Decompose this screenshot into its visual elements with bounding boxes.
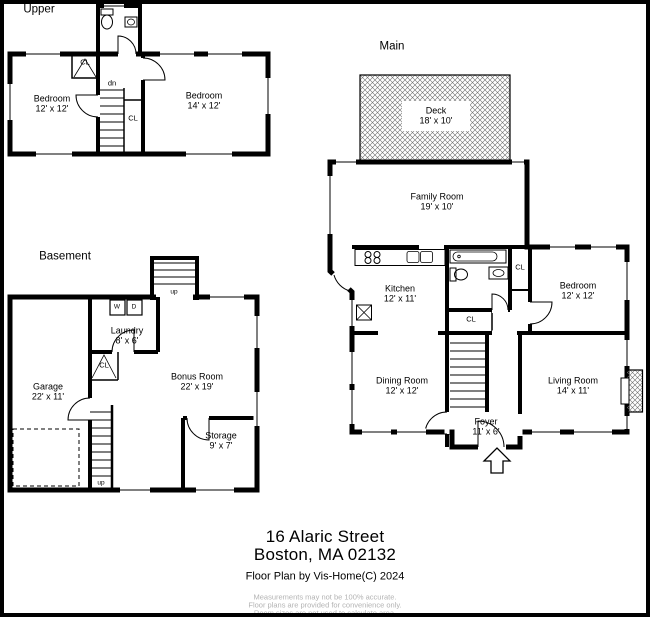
room-label-laundry: Laundry 8' x 6' xyxy=(111,326,144,347)
bathroom-sink-icon xyxy=(488,266,509,280)
closet-label: CL xyxy=(99,360,109,370)
room-label-living-room: Living Room 14' x 11' xyxy=(548,376,598,397)
upper-bathroom-walls xyxy=(96,4,142,56)
kitchen-sink-icon xyxy=(406,251,433,263)
main-exterior-walls xyxy=(327,159,630,450)
upper-closet xyxy=(71,54,98,79)
room-size: 14' x 11' xyxy=(556,386,590,396)
closet-label: CL xyxy=(515,262,525,272)
room-name: Deck xyxy=(425,105,447,116)
room-name: Foyer xyxy=(474,416,498,427)
room-name: Family Room xyxy=(410,191,464,202)
upper-interior-walls xyxy=(96,54,145,154)
washer-label: W xyxy=(113,303,121,311)
kitchen-counter xyxy=(354,249,446,266)
room-name: Bedroom xyxy=(559,280,597,291)
stairs-dn-label: dn xyxy=(107,78,117,88)
room-size: 22' x 19' xyxy=(180,382,214,392)
basement-stairwell-walls xyxy=(150,256,199,300)
floor-drain-icon xyxy=(356,304,372,321)
room-name: Kitchen xyxy=(384,283,416,294)
room-name: Garage xyxy=(32,381,64,392)
room-label-dining-room: Dining Room 12' x 12' xyxy=(376,376,428,397)
dryer-label: D xyxy=(131,303,137,311)
basement-door-swings xyxy=(67,329,210,441)
upper-floor-plan xyxy=(6,2,272,158)
closet-label: CL xyxy=(466,314,476,324)
toilet-icon xyxy=(100,8,114,30)
room-label-family-room: Family Room 19' x 10' xyxy=(410,192,463,213)
stairs-up-label: up xyxy=(97,479,105,487)
main-door-openings xyxy=(330,244,533,451)
upper-windows xyxy=(6,50,272,158)
disclaimer-line-3: Room sizes are not used to calculate are… xyxy=(253,608,397,617)
room-label-bonus-room: Bonus Room 22' x 19' xyxy=(171,372,223,393)
main-door-swings xyxy=(333,274,553,448)
toilet-icon-main xyxy=(449,267,468,282)
room-size: 8' x 6' xyxy=(115,336,139,346)
main-floor-label: Main xyxy=(379,40,405,53)
room-name: Storage xyxy=(205,430,237,441)
upper-floor-label: Upper xyxy=(23,3,55,16)
room-size: 12' x 12' xyxy=(35,104,69,114)
room-name: Laundry xyxy=(110,325,144,336)
disclaimer-line-2: Floor plans are provided for convenience… xyxy=(248,600,402,610)
bathtub-icon xyxy=(449,249,507,264)
room-size: 12' x 11' xyxy=(383,294,417,304)
garage-door-dashed xyxy=(12,428,80,487)
room-label-foyer: Foyer 11' x 6' xyxy=(472,417,499,438)
stairs-up-interior xyxy=(90,405,114,490)
room-size: 11' x 6' xyxy=(472,427,500,437)
stairs-up-label: up xyxy=(170,288,178,296)
fireplace xyxy=(620,369,644,413)
address-line1: 16 Alaric Street xyxy=(265,527,385,547)
room-label-storage: Storage 9' x 7' xyxy=(205,431,237,452)
upper-door-swings xyxy=(75,35,166,118)
room-name: Bedroom xyxy=(185,90,223,101)
room-label-deck: Deck 18' x 10' xyxy=(420,106,453,127)
closet-label: CL xyxy=(128,113,138,123)
closet-label: CL xyxy=(80,57,90,67)
room-label-garage: Garage 22' x 11' xyxy=(32,382,64,403)
room-name: Dining Room xyxy=(375,375,429,386)
main-floor-plan xyxy=(326,74,644,474)
storage-walls xyxy=(181,416,257,490)
address-line2: Boston, MA 02132 xyxy=(253,545,397,565)
room-size: 22' x 11' xyxy=(31,392,65,402)
sink-icon xyxy=(124,16,138,28)
room-name: Bedroom xyxy=(33,93,71,104)
stairs-up-top xyxy=(154,262,195,285)
basement-floor-plan xyxy=(7,256,261,494)
stove-icon xyxy=(364,251,381,264)
room-size: 14' x 12' xyxy=(187,101,221,111)
room-label-upper-bedroom-left: Bedroom 12' x 12' xyxy=(34,94,71,115)
room-size: 12' x 12' xyxy=(561,291,595,301)
room-name: Living Room xyxy=(547,375,599,386)
room-label-main-bedroom: Bedroom 12' x 12' xyxy=(560,281,597,302)
main-windows xyxy=(326,158,631,436)
basement-floor-label: Basement xyxy=(39,250,91,263)
deck-hatch xyxy=(359,74,511,163)
entry-arrow-icon xyxy=(482,447,512,474)
room-size: 18' x 10' xyxy=(419,116,453,126)
washer-icon xyxy=(109,299,126,316)
basement-windows xyxy=(120,293,261,494)
stairs-down xyxy=(100,88,141,154)
room-size: 12' x 12' xyxy=(385,386,419,396)
room-name: Bonus Room xyxy=(170,371,224,382)
stairs-up-main xyxy=(450,342,487,408)
room-size: 9' x 7' xyxy=(209,441,233,451)
disclaimer-line-1: Measurements may not be 100% accurate. xyxy=(253,592,397,602)
stairwell-opening xyxy=(156,293,193,301)
dryer-icon xyxy=(126,299,143,316)
basement-door-openings xyxy=(87,349,209,421)
room-label-upper-bedroom-right: Bedroom 14' x 12' xyxy=(186,91,223,112)
credit-line: Floor Plan by Vis-Home(C) 2024 xyxy=(245,570,405,583)
room-size: 19' x 10' xyxy=(420,202,454,212)
room-label-kitchen: Kitchen 12' x 11' xyxy=(384,284,416,305)
basement-closet xyxy=(90,352,119,381)
